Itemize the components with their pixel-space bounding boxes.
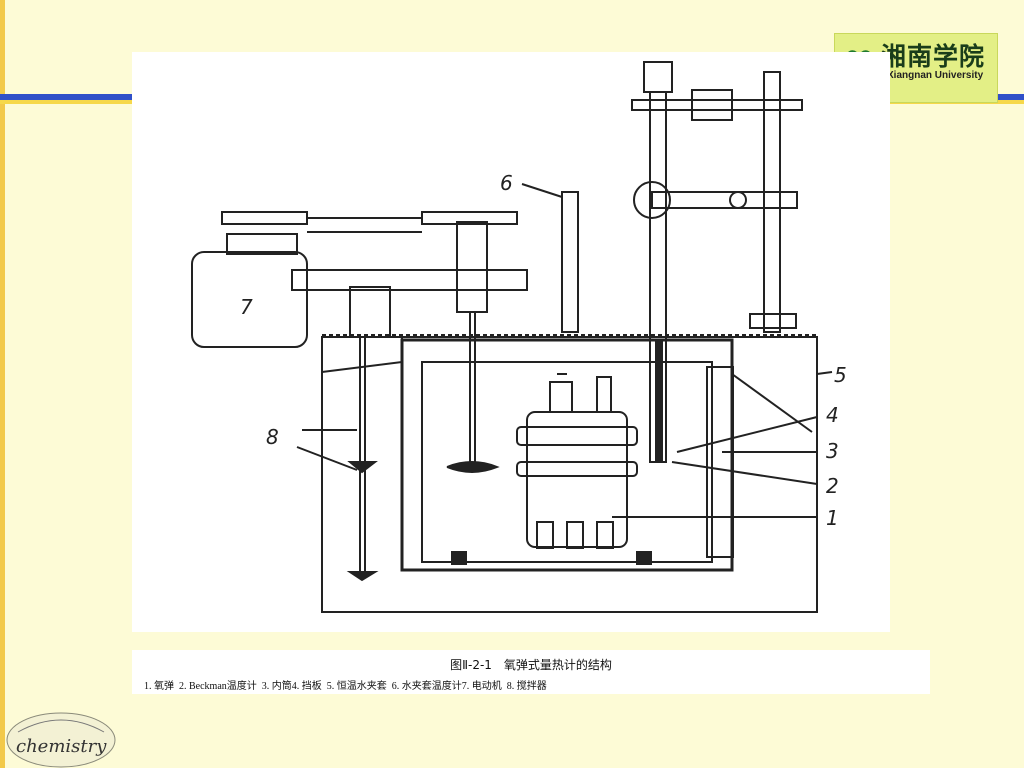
stand-rod <box>763 71 781 333</box>
part-number-1: 1 <box>826 506 839 530</box>
caption-title: 图Ⅱ-2-1 氧弹式量热计的结构 <box>450 658 612 672</box>
outer-jacket <box>321 336 818 613</box>
jacket-inner-right <box>697 336 818 370</box>
inner-wall <box>421 361 713 563</box>
header-rule-yellow <box>0 100 140 104</box>
university-name-en: Xiangnan University <box>887 70 984 81</box>
figure-caption: 图Ⅱ-2-1 氧弹式量热计的结构 1. 氧弹 2. Beckman温度计 3. … <box>132 650 930 694</box>
university-name-cn: 湘南学院 <box>881 42 986 71</box>
chemistry-logo-icon: chemistry <box>6 712 116 768</box>
calorimeter-diagram: 1 2 3 4 5 6 7 8 <box>191 61 847 613</box>
jacket-thermometer <box>561 191 579 333</box>
header-rule-blue <box>0 94 140 100</box>
part-number-3: 3 <box>826 439 839 463</box>
part-number-5: 5 <box>834 363 847 387</box>
caption-legend: 1. 氧弹 2. Beckman温度计 3. 内筒4. 挡板 5. 恒温水夹套 … <box>144 681 547 692</box>
part-number-4: 4 <box>826 403 839 427</box>
left-decorative-stripe <box>0 0 5 768</box>
calorimeter-figure: 1 2 3 4 5 6 7 8 <box>132 52 890 632</box>
part-number-8: 8 <box>266 425 279 449</box>
jacket-inner-left <box>321 336 403 373</box>
part-number-6: 6 <box>500 171 513 195</box>
part-number-7: 7 <box>240 295 253 319</box>
part-number-2: 2 <box>826 474 839 498</box>
electric-motor <box>191 251 308 348</box>
baffle <box>706 366 734 558</box>
chemistry-logo-text: chemistry <box>16 736 107 757</box>
